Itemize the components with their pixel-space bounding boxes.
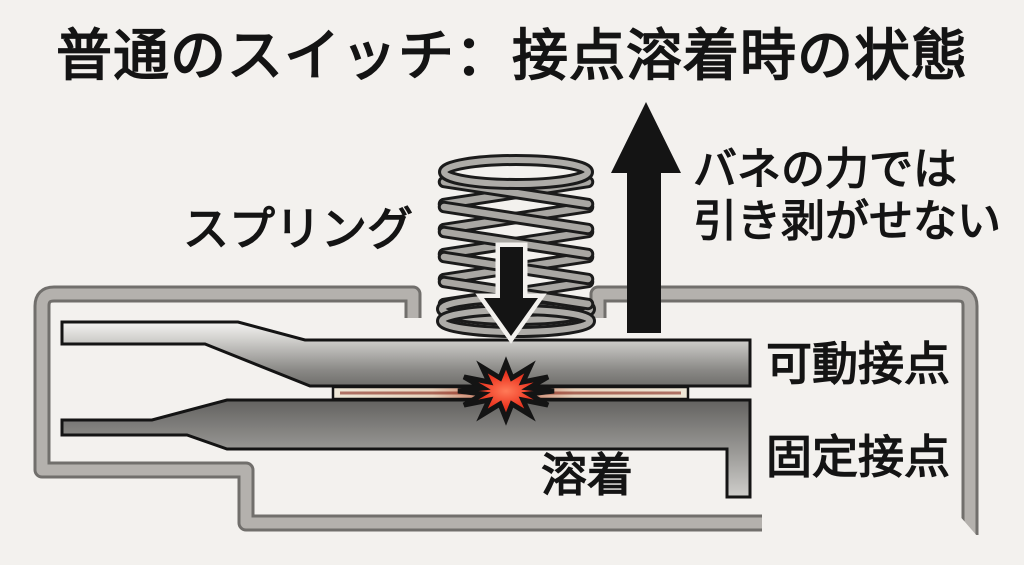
fixed-contact-bar [60,398,752,499]
label-movable-contact: 可動接点 [766,338,950,390]
up-arrow-icon [611,102,681,333]
diagram-title: 普通のスイッチ：接点溶着時の状態 [56,24,968,87]
label-force-note-line1: バネの力では [693,145,957,194]
weld-spark-icon [457,356,555,426]
label-fixed-contact: 固定接点 [766,431,950,483]
down-arrow-icon [475,242,547,344]
label-force-note-line2: 引き剥がせない [693,197,1001,246]
movable-contact-bar [60,320,752,388]
case-bottom-notch [958,514,978,537]
label-spring: スプリング [183,203,413,255]
switch-case-outline [33,285,979,537]
label-weld: 溶着 [541,449,633,501]
